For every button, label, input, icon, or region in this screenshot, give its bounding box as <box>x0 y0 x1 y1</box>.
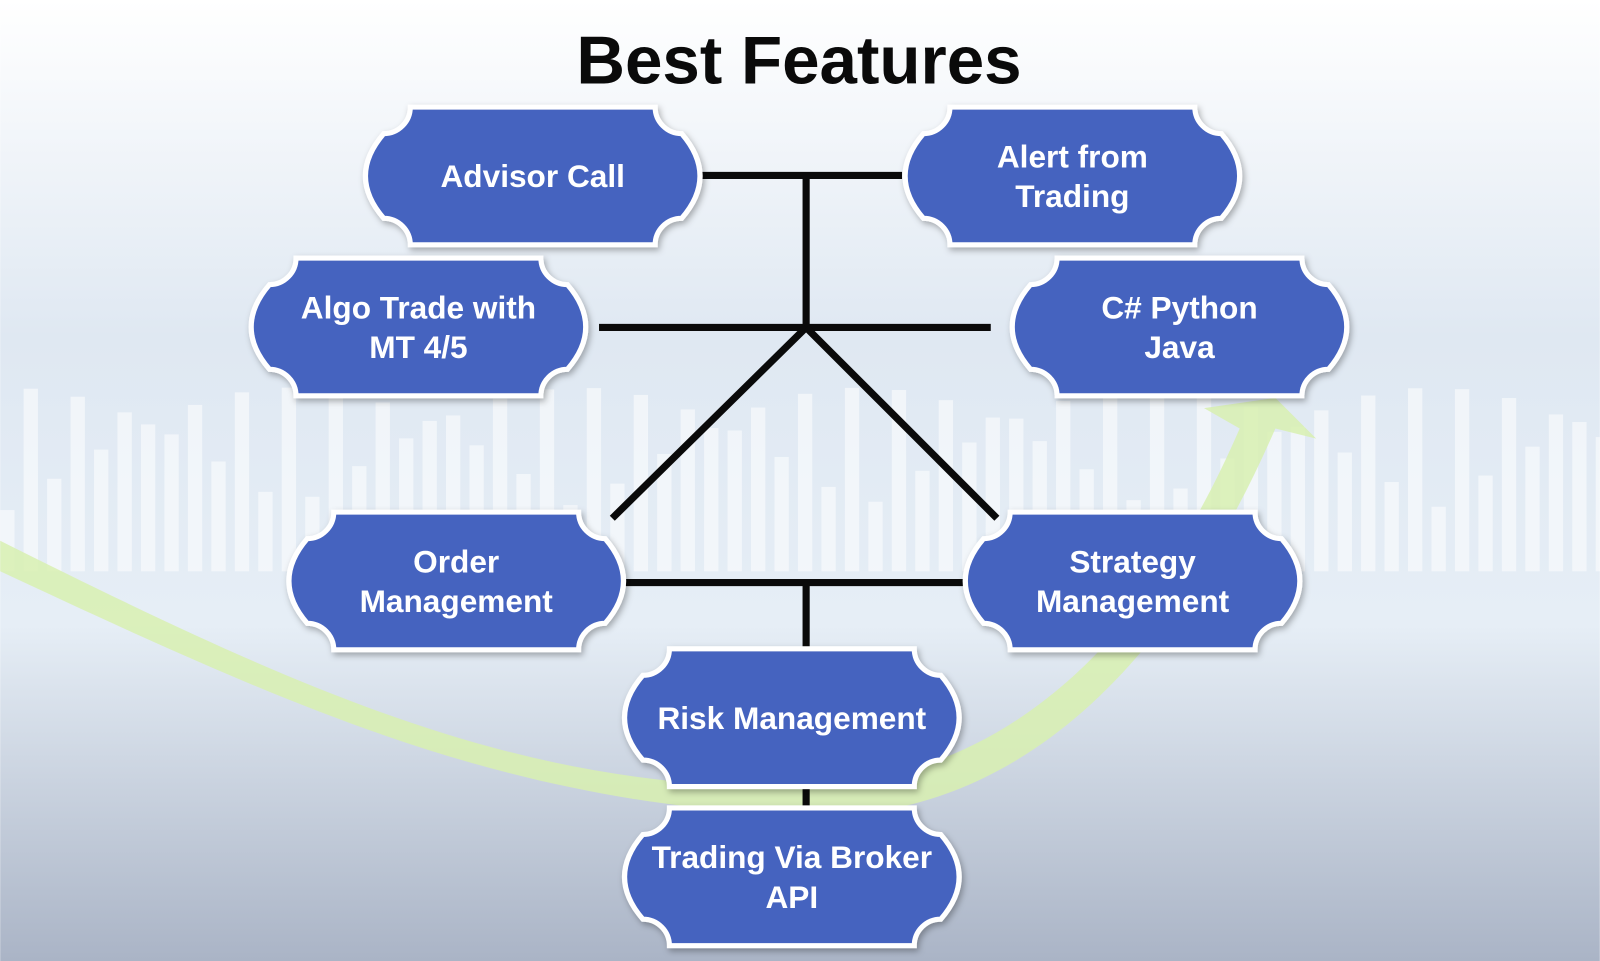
background-bar <box>140 424 156 572</box>
connector-line <box>803 324 1000 521</box>
background-bar <box>281 387 297 572</box>
node-risk-management: Risk Management <box>622 646 962 790</box>
node-advisor-call: Advisor Call <box>363 104 703 248</box>
node-label: MT 4/5 <box>369 329 467 365</box>
background-bar <box>633 394 648 572</box>
background-bar <box>1337 452 1352 572</box>
background-bar <box>704 428 719 572</box>
node-shape <box>622 805 962 949</box>
background-bar <box>774 456 789 572</box>
background-bar <box>1454 389 1470 572</box>
background-bar <box>187 404 203 572</box>
growth-arrow <box>0 397 1317 817</box>
background-bar <box>751 407 766 572</box>
background-bar <box>938 400 954 572</box>
background-bar <box>164 434 179 572</box>
background-bar <box>1290 426 1305 572</box>
background-bar <box>23 388 38 572</box>
background-bar <box>844 387 860 572</box>
background-bar <box>1501 398 1517 572</box>
node-shape <box>363 104 703 248</box>
node-label: C# Python <box>1101 289 1257 325</box>
node-shape <box>248 255 589 399</box>
background-bar <box>1431 506 1446 572</box>
node-shape <box>962 509 1303 653</box>
background-bar <box>586 388 602 572</box>
background-bar <box>70 396 85 572</box>
background-bar <box>1361 395 1376 572</box>
background-bar <box>821 486 836 572</box>
node-shape <box>902 104 1243 248</box>
background-bar <box>1525 446 1540 572</box>
node-label: Trading <box>1015 178 1129 214</box>
node-label: Trading Via Broker <box>652 839 933 875</box>
node-label: Strategy <box>1069 543 1196 579</box>
background-bar <box>47 478 62 572</box>
background-bar <box>962 442 977 572</box>
background-bar <box>211 461 226 572</box>
node-label: API <box>765 879 818 915</box>
background-bar <box>94 449 109 572</box>
background-bar <box>680 409 695 572</box>
connectors <box>599 171 1000 811</box>
background-bar <box>1595 437 1600 572</box>
node-label: Alert from <box>997 138 1148 174</box>
node-shape <box>1009 255 1350 399</box>
node-label: Java <box>1144 329 1215 365</box>
node-shape <box>286 509 626 653</box>
background-bar <box>657 453 672 572</box>
background-bar <box>915 470 930 572</box>
background-bar <box>1548 414 1564 572</box>
node-label: Order <box>413 543 499 579</box>
background-bar <box>1572 422 1587 572</box>
background-bar <box>1408 388 1423 572</box>
node-label: Advisor Call <box>440 158 624 194</box>
background-bar <box>1384 482 1399 572</box>
node-label: Management <box>360 583 554 619</box>
background-bar <box>1478 475 1493 572</box>
node-label: Management <box>1036 583 1230 619</box>
node-label: Algo Trade with <box>301 289 536 325</box>
page-title: Best Features <box>576 24 1021 99</box>
connector-line <box>609 324 809 521</box>
node-label: Risk Management <box>657 700 926 736</box>
background-bar <box>117 412 132 572</box>
node-shape <box>622 646 962 790</box>
background-bar <box>891 390 907 572</box>
background-bar <box>727 430 742 572</box>
background-bar <box>234 392 250 572</box>
background-bar <box>258 491 273 572</box>
node-algo-trade: Algo Trade with MT 4/5 <box>248 255 589 399</box>
background-bar <box>868 501 883 572</box>
background-bar <box>797 393 813 572</box>
background-bar <box>1314 410 1329 572</box>
